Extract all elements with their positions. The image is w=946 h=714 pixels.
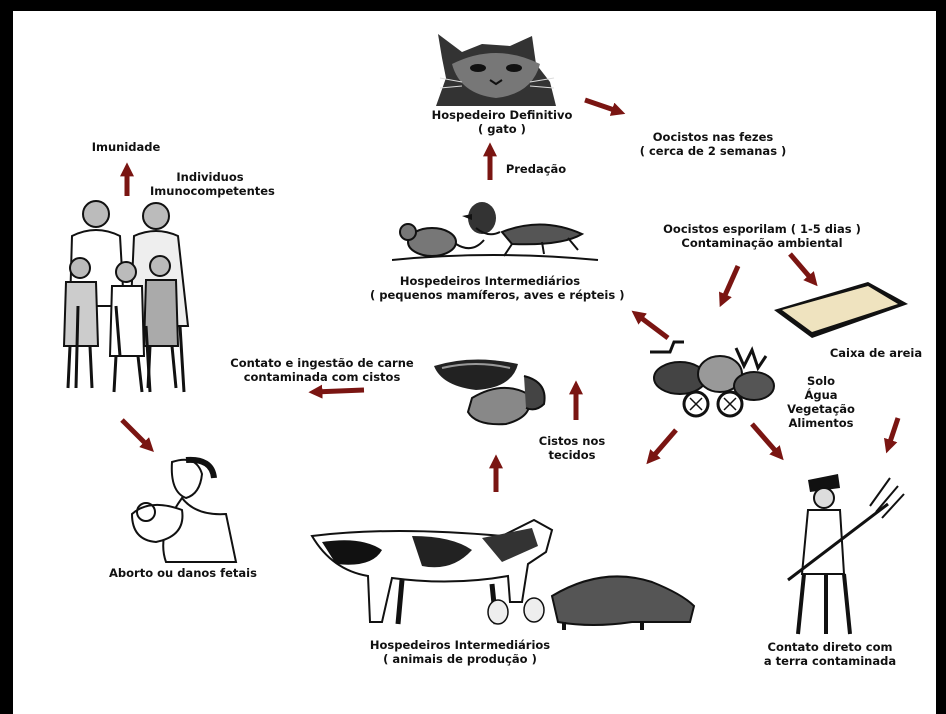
small-animals-illustration [392,202,599,261]
arrow-cat-to-feces [584,97,626,116]
arrow-sporulate-left [719,264,741,308]
produce-illustration [650,340,775,418]
arrow-sporulate-right [788,252,818,287]
meat-illustration [434,359,546,426]
oocysts-feces-label: Oocistos nas fezes( cerca de 2 semanas ) [639,130,787,158]
arrow-meat-left [308,384,365,399]
predation-label: Predação [505,162,567,176]
arrow-produce-to-small-hosts [631,310,670,340]
sandbox-illustration [774,282,908,338]
sporulate-label: Oocistos esporilam ( 1-5 dias )Contamina… [663,222,861,250]
farmer-illustration [787,474,905,635]
immunity-label: Imunidade [91,140,161,154]
arrow-produce-to-cows [646,428,678,465]
small-hosts-label: Hospedeiros Intermediários( pequenos mam… [370,274,625,302]
arrow-produce-to-farmer [750,422,784,461]
family-illustration [62,200,190,393]
mother-baby-illustration [130,456,238,563]
arrow-sandbox-to-farmer [884,417,901,454]
cat-illustration [436,34,556,106]
arrow-family-to-mother [120,418,154,452]
farm-animals-illustration [310,518,696,630]
definitive-host-label: Hospedeiro Definitivo( gato ) [431,108,573,136]
abortion-label: Aborto ou danos fetais [109,566,257,580]
sandbox-label: Caixa de areia [829,346,923,360]
farm-hosts-label: Hospedeiros Intermediários( animais de p… [369,638,551,666]
